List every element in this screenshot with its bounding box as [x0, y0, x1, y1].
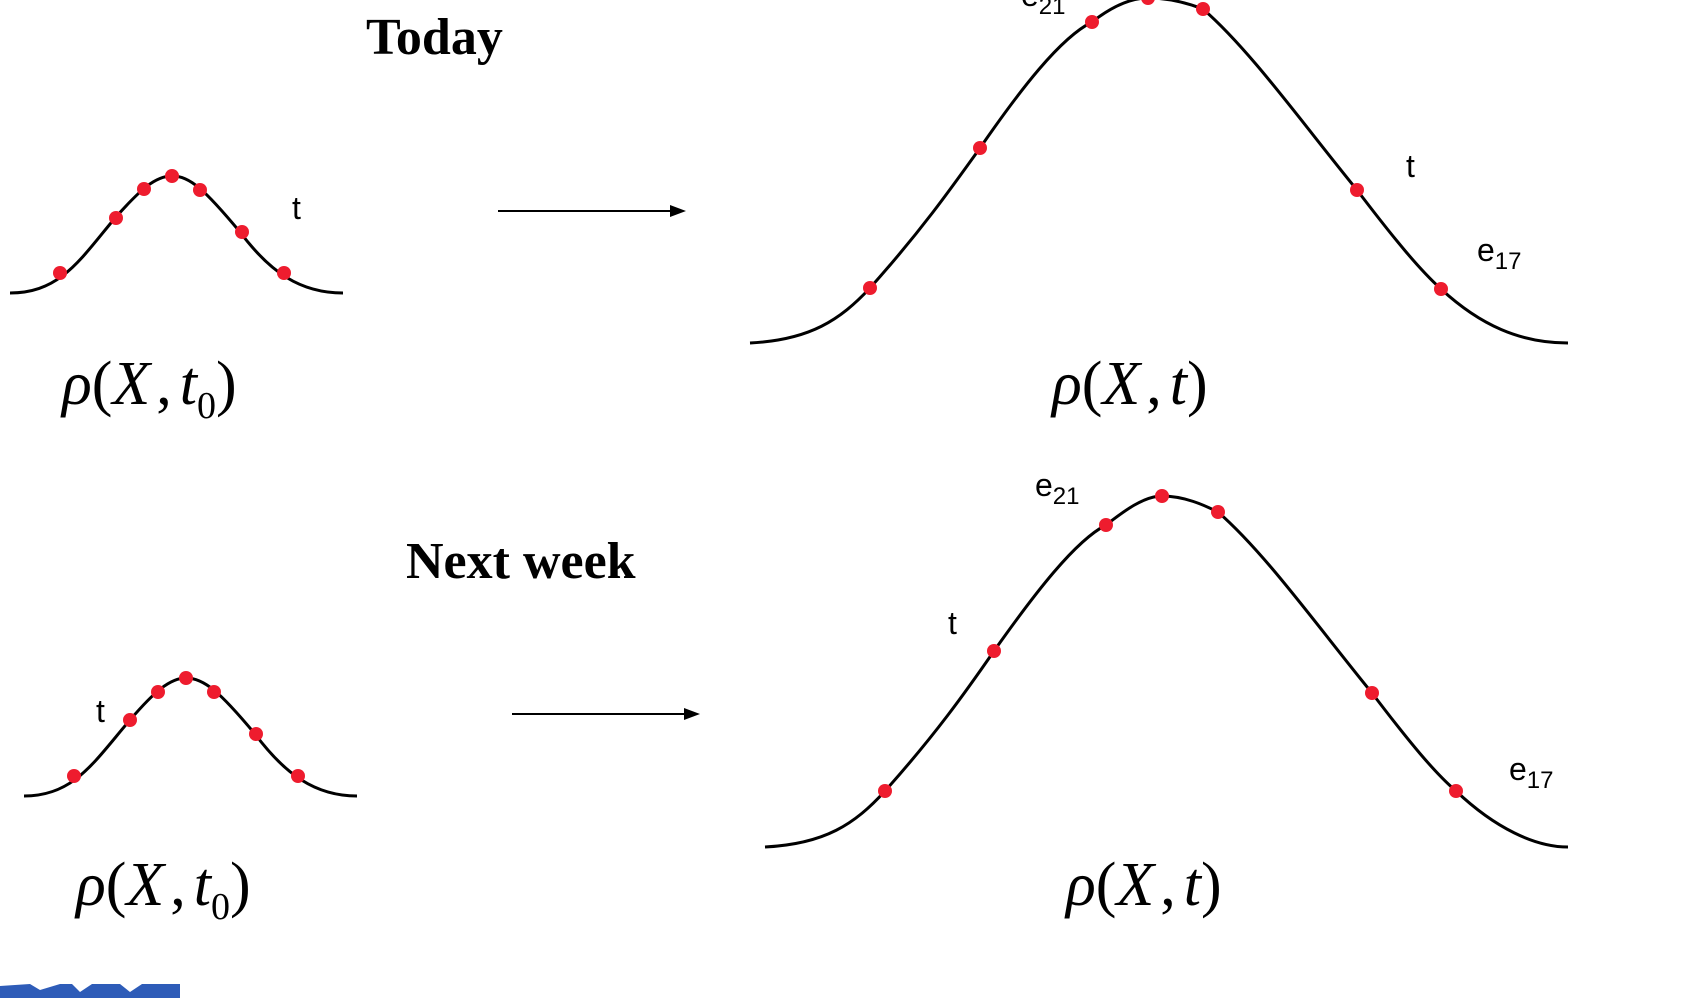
sample-point — [1155, 489, 1169, 503]
sample-point — [973, 141, 987, 155]
large-t-label: t — [1406, 148, 1415, 184]
small-sample-points — [53, 169, 291, 280]
sample-point — [1196, 2, 1210, 16]
sample-point — [137, 182, 151, 196]
sample-point — [878, 784, 892, 798]
logo-fragment — [0, 984, 180, 998]
large-e21-label: e21 — [1035, 467, 1080, 510]
sample-point — [1434, 282, 1448, 296]
arrow-next-week — [512, 708, 700, 720]
sample-point — [249, 727, 263, 741]
logo-shape — [0, 984, 180, 998]
sample-point — [235, 225, 249, 239]
small-formula: ρ(X,t0) — [60, 350, 237, 427]
sample-point — [1350, 183, 1364, 197]
row-today: t e21 t e17 ρ(X,t0) ρ(X,t) — [9, 0, 1569, 427]
sample-point — [67, 769, 81, 783]
sample-point — [109, 211, 123, 225]
sample-point — [165, 169, 179, 183]
sample-point — [207, 685, 221, 699]
sample-point — [1099, 518, 1113, 532]
large-sample-points — [878, 489, 1463, 798]
small-t-label: t — [96, 693, 105, 729]
small-t-label: t — [292, 190, 301, 226]
large-e17-label: e17 — [1477, 232, 1522, 275]
sample-point — [53, 266, 67, 280]
sample-point — [1141, 0, 1155, 5]
sample-point — [151, 685, 165, 699]
sample-point — [987, 644, 1001, 658]
sample-point — [291, 769, 305, 783]
large-formula: ρ(X,t) — [1064, 851, 1222, 919]
sample-point — [1365, 686, 1379, 700]
small-sample-points — [67, 671, 305, 783]
sample-point — [277, 266, 291, 280]
sample-point — [1085, 15, 1099, 29]
row-next-week: t e21 t e17 ρ(X,t0) ρ(X,t) — [23, 467, 1569, 928]
sample-point — [179, 671, 193, 685]
large-t-label: t — [948, 605, 957, 641]
small-formula: ρ(X,t0) — [74, 851, 251, 928]
arrow-today — [498, 205, 686, 217]
sample-point — [1211, 505, 1225, 519]
large-sample-points — [863, 0, 1448, 296]
sample-point — [123, 713, 137, 727]
heading-today: Today — [366, 9, 503, 66]
sample-point — [1449, 784, 1463, 798]
sample-point — [193, 183, 207, 197]
large-e21-label: e21 — [1021, 0, 1066, 20]
large-e17-label: e17 — [1509, 751, 1554, 794]
sample-point — [863, 281, 877, 295]
heading-next-week: Next week — [406, 533, 636, 590]
large-density-curve — [749, 0, 1569, 345]
large-formula: ρ(X,t) — [1050, 350, 1208, 418]
